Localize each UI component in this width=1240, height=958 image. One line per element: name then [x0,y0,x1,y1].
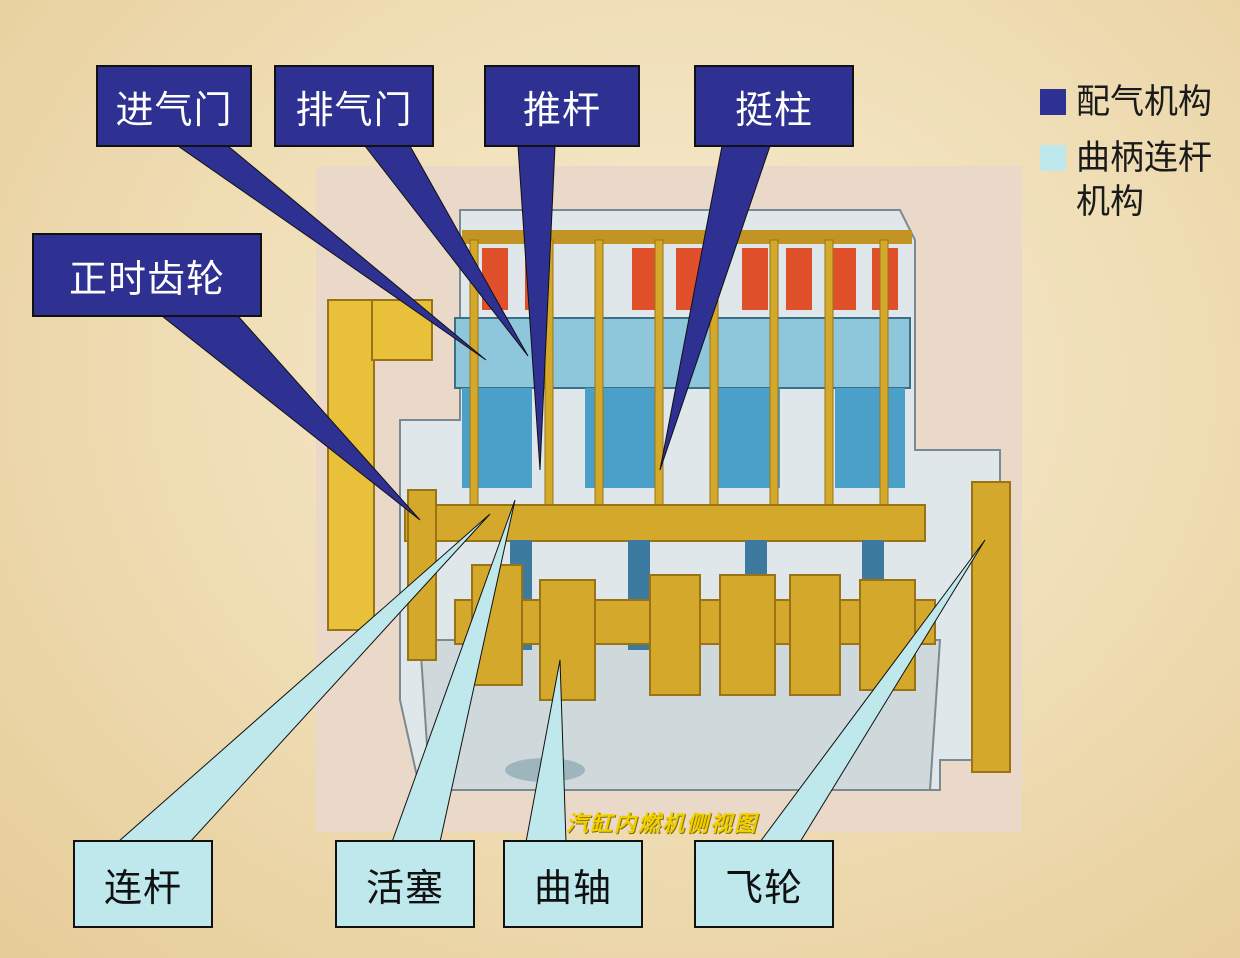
label-timing-gear: 正时齿轮 [32,233,262,317]
camshaft [404,504,926,542]
legend: 配气机构 曲柄连杆机构 [1038,80,1238,236]
legend-swatch-valve [1040,89,1066,115]
image-caption: 汽缸内燃机侧视图 [566,811,759,837]
legend-swatch-crank [1040,145,1066,171]
callout-pointers-crank [116,499,986,843]
label-tappet: 挺柱 [694,65,854,147]
label-flywheel: 飞轮 [694,840,834,928]
legend-item-crank: 曲柄连杆机构 [1038,136,1238,224]
label-intake-valve: 进气门 [96,65,252,147]
label-piston: 活塞 [335,840,475,928]
label-connecting-rod: 连杆 [73,840,213,928]
flywheel-disc [971,481,1011,773]
callout-pointers-valve [160,145,771,521]
label-exhaust-valve: 排气门 [274,65,434,147]
legend-item-valve-train: 配气机构 [1038,80,1238,124]
crankshaft-body [454,564,936,701]
label-crankshaft: 曲轴 [503,840,643,928]
legend-label-valve: 配气机构 [1076,82,1212,122]
legend-label-crank: 曲柄连杆机构 [1076,138,1212,222]
label-push-rod: 推杆 [484,65,640,147]
rocker-shaft [462,230,912,244]
